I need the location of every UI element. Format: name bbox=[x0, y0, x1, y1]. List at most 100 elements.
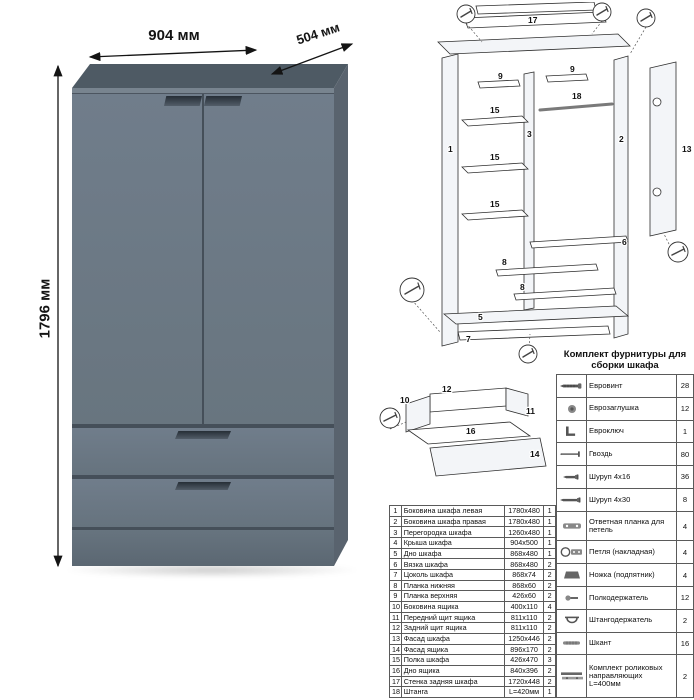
hardware-qty: 28 bbox=[676, 374, 694, 398]
diagram-part-number: 18 bbox=[572, 91, 582, 101]
part-size: 1250x446 bbox=[503, 632, 545, 645]
part-qty: 2 bbox=[543, 675, 556, 688]
hardware-qty: 8 bbox=[676, 487, 694, 512]
part-number: 13 bbox=[389, 632, 402, 645]
hardware-name: Комплект роликовых направляющих L=400мм bbox=[586, 654, 677, 698]
screw-callout bbox=[518, 344, 538, 364]
hardware-row: Ножка (подпятник)4 bbox=[556, 563, 694, 588]
confirmat-screw-icon bbox=[556, 374, 587, 398]
part-name: Крыша шкафа bbox=[400, 536, 505, 549]
part-size: 868x74 bbox=[503, 568, 545, 581]
part-name: Боковина шкафа правая bbox=[400, 515, 505, 528]
screw-callout bbox=[399, 277, 425, 303]
part-name: Перегородка шкафа bbox=[400, 526, 505, 538]
part-name: Боковина шкафа левая bbox=[400, 505, 505, 517]
door-gap-line bbox=[202, 94, 204, 424]
shelf-panel bbox=[461, 162, 529, 174]
hardware-qty: 36 bbox=[676, 465, 694, 489]
part-size: 426x470 bbox=[503, 654, 545, 666]
part-name: Дно ящика bbox=[400, 664, 505, 677]
part-size: 811x110 bbox=[503, 622, 545, 634]
diagram-part-number: 3 bbox=[527, 129, 532, 139]
wardrobe-crown-edge bbox=[72, 88, 334, 94]
diagram-part-number: 15 bbox=[490, 152, 500, 162]
upper-drawer-handle-notch bbox=[175, 431, 231, 439]
part-qty: 1 bbox=[543, 526, 556, 538]
part-number: 15 bbox=[389, 654, 402, 666]
part-name: Штанга bbox=[400, 686, 505, 698]
drawer-side-panel bbox=[505, 387, 529, 417]
diagram-part-number: 8 bbox=[502, 257, 507, 267]
diagram-part-number: 2 bbox=[619, 134, 624, 144]
part-name: Цоколь шкафа bbox=[400, 568, 505, 581]
hardware-name: Шкант bbox=[586, 631, 677, 656]
part-number: 5 bbox=[389, 547, 402, 560]
drawer-facade-panel bbox=[429, 437, 547, 477]
doors-drawer-gap-line bbox=[72, 424, 334, 428]
hardware-name: Еврозаглушка bbox=[586, 396, 677, 421]
hinge-plate-icon bbox=[556, 510, 587, 542]
screw-callout bbox=[636, 8, 656, 28]
foot-icon bbox=[556, 563, 587, 588]
screw-4x16-icon bbox=[556, 465, 587, 489]
screw-callout bbox=[456, 4, 476, 24]
top-panel bbox=[437, 33, 631, 55]
left-side-panel bbox=[441, 53, 459, 347]
hardware-qty: 2 bbox=[676, 654, 694, 698]
lower-plank bbox=[495, 263, 599, 277]
part-size: 868x480 bbox=[503, 547, 545, 560]
part-number: 14 bbox=[389, 643, 402, 656]
hinge-icon bbox=[556, 540, 587, 565]
screw-callout bbox=[667, 241, 689, 263]
hardware-name: Шуруп 4x30 bbox=[586, 487, 677, 512]
part-size: 426x60 bbox=[503, 590, 545, 602]
part-name: Вязка шкафа bbox=[400, 558, 505, 570]
hardware-qty: 80 bbox=[676, 442, 694, 467]
hinge-cup-hole bbox=[652, 97, 662, 107]
part-size: 1780x480 bbox=[503, 505, 545, 517]
diagram-part-number: 15 bbox=[490, 105, 500, 115]
part-number: 1 bbox=[389, 505, 402, 517]
part-qty: 2 bbox=[543, 611, 556, 624]
part-number: 10 bbox=[389, 600, 402, 613]
part-size: 1720x448 bbox=[503, 675, 545, 688]
diagram-part-number: 15 bbox=[490, 199, 500, 209]
right-door-handle-notch bbox=[204, 96, 242, 106]
part-qty: 2 bbox=[543, 558, 556, 570]
part-name: Стенка задняя шкафа bbox=[400, 675, 505, 688]
hardware-name: Полкодержатель bbox=[586, 586, 677, 610]
partition-panel bbox=[523, 71, 535, 311]
hardware-qty: 12 bbox=[676, 586, 694, 610]
door-facade-panel bbox=[649, 61, 677, 237]
dimension-arrows bbox=[53, 43, 354, 568]
hardware-name: Гвоздь bbox=[586, 442, 677, 467]
lower-plank bbox=[513, 287, 617, 301]
part-qty: 1 bbox=[543, 547, 556, 560]
width-dimension-label: 904 мм bbox=[148, 27, 200, 44]
hanging-rod bbox=[538, 102, 614, 112]
stretcher-panel bbox=[529, 235, 629, 249]
part-size: 840x396 bbox=[503, 664, 545, 677]
shelf-panel bbox=[461, 209, 529, 221]
part-size: 868x60 bbox=[503, 579, 545, 592]
part-size: 904x500 bbox=[503, 536, 545, 549]
diagram-part-number: 13 bbox=[682, 144, 692, 154]
hardware-name: Штангодержатель bbox=[586, 608, 677, 633]
part-size: 868x480 bbox=[503, 558, 545, 570]
part-name: Дно шкафа bbox=[400, 547, 505, 560]
diagram-part-number: 12 bbox=[442, 384, 452, 394]
part-size: 400x110 bbox=[503, 600, 545, 613]
dowel-icon bbox=[556, 631, 587, 656]
